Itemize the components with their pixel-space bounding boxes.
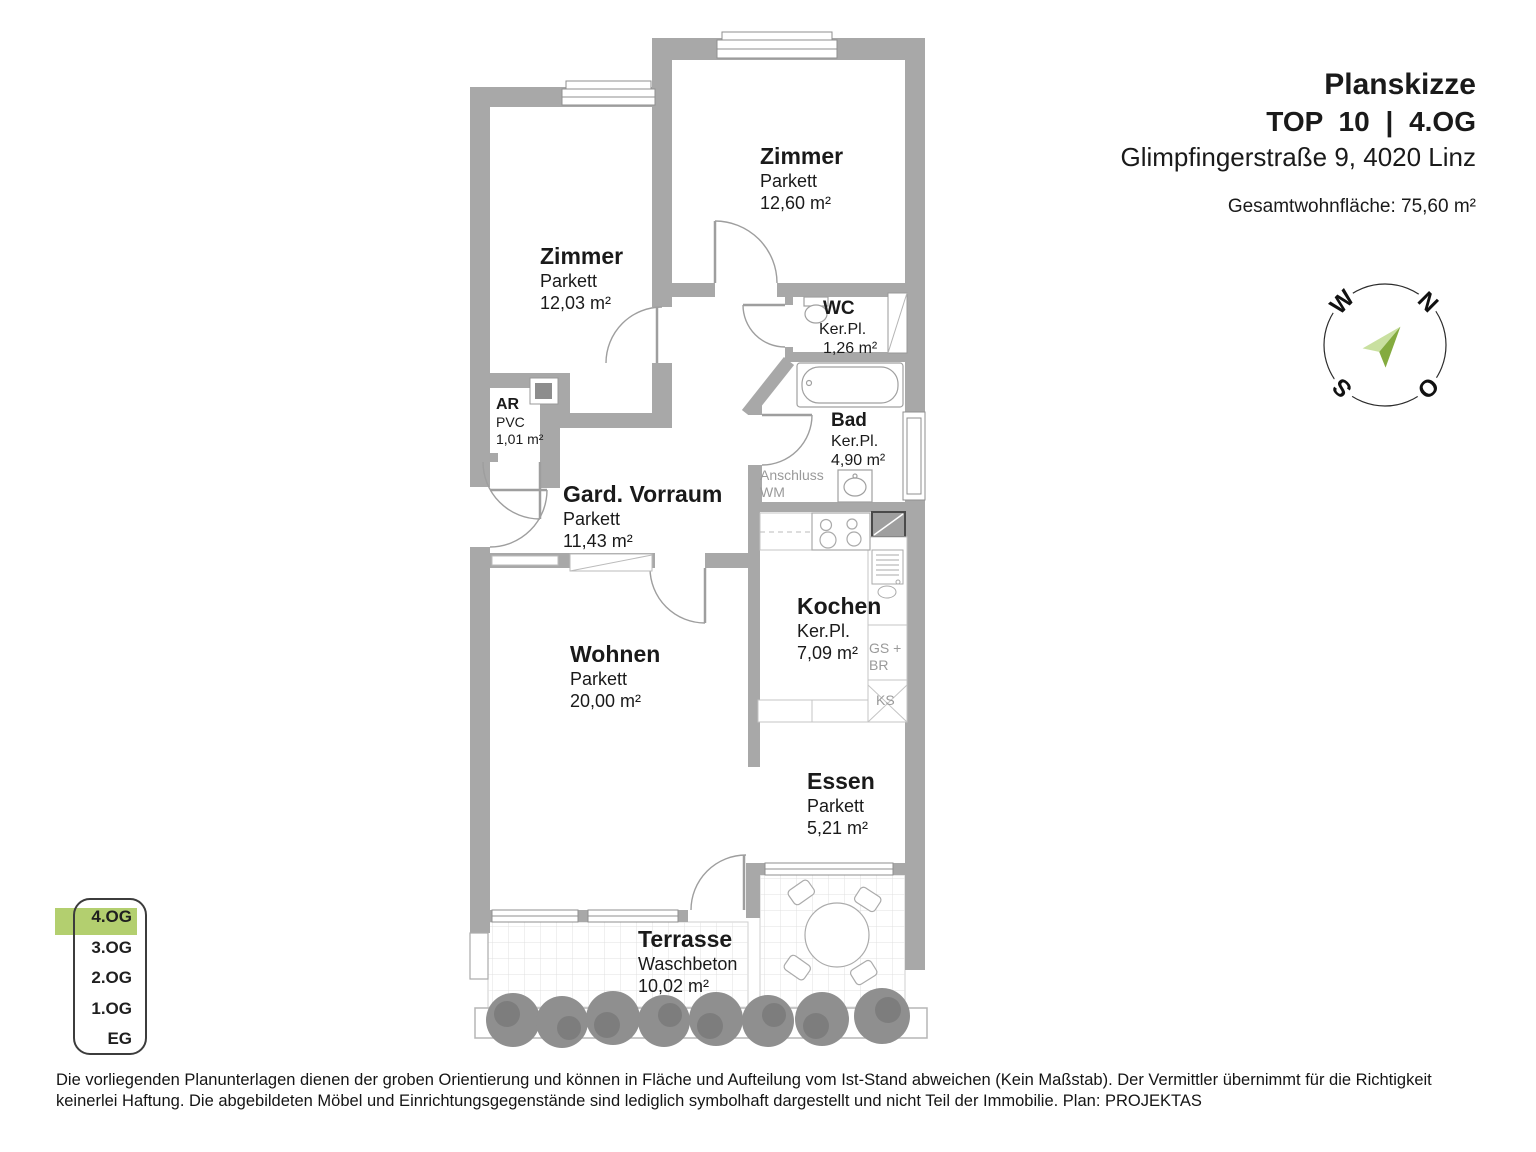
diagonal-wall — [741, 356, 795, 419]
windows — [491, 31, 926, 923]
room-label-vorraum: Gard. Vorraum Parkett 11,43 m² — [563, 481, 722, 552]
stove — [811, 512, 871, 551]
unit-floor-title: TOP 10 | 4.OG — [1266, 105, 1476, 137]
room-floor: Ker.Pl. — [831, 433, 879, 450]
room-label-zimmer1: Zimmer Parkett 12,60 m² — [760, 143, 843, 214]
room-label-ar: AR PVC 1,01 m² — [496, 396, 543, 448]
floor-plan-svg — [469, 31, 928, 1048]
compass-north: N — [1412, 287, 1443, 318]
room-name: Bad — [831, 410, 867, 431]
wardrobe — [491, 553, 653, 572]
room-area: 10,02 m² — [638, 976, 710, 996]
floor-plan: Zimmer Parkett 12,60 m² Zimmer Parkett 1… — [460, 30, 930, 1060]
total-area: Gesamtwohnfläche: 75,60 m² — [1227, 196, 1476, 217]
room-name: Essen — [807, 768, 875, 794]
room-area: 12,60 m² — [760, 193, 832, 213]
room-floor: Parkett — [760, 171, 818, 191]
room-name: AR — [496, 396, 520, 413]
compass-south: S — [1327, 372, 1357, 402]
room-floor: Parkett — [807, 796, 865, 816]
bathtub — [796, 362, 904, 408]
room-label-wohnen: Wohnen Parkett 20,00 m² — [570, 641, 660, 712]
room-area: 5,21 m² — [807, 818, 869, 838]
note-anschluss-wm: Anschluss WM — [760, 467, 824, 500]
floor-selector: 4.OG 3.OG 2.OG 1.OG EG — [73, 902, 143, 1055]
kitchen-sink — [871, 549, 904, 599]
disclaimer: Die vorliegenden Planunterlagen dienen d… — [56, 1070, 1486, 1112]
room-label-kochen: Kochen Ker.Pl. 7,09 m² — [797, 593, 881, 664]
room-area: 7,09 m² — [797, 643, 859, 663]
room-area: 1,26 m² — [823, 340, 878, 357]
washbasin — [837, 469, 873, 503]
room-name: WC — [823, 298, 855, 319]
note-gs-br: GS + BR — [869, 640, 902, 673]
room-floor: Waschbeton — [638, 954, 738, 974]
room-floor: Parkett — [540, 271, 598, 291]
room-area: 12,03 m² — [540, 293, 612, 313]
room-name: Zimmer — [540, 243, 624, 269]
room-name: Gard. Vorraum — [563, 481, 723, 507]
room-area: 1,01 m² — [496, 431, 544, 447]
room-floor: PVC — [496, 414, 525, 430]
room-area: 11,43 m² — [563, 531, 633, 551]
note-ks: KS — [876, 692, 895, 708]
compass-rose: N O S W — [1320, 280, 1450, 410]
room-name: Kochen — [797, 593, 882, 619]
terrace-table — [783, 879, 882, 986]
doors — [482, 220, 813, 911]
room-label-essen: Essen Parkett 5,21 m² — [807, 768, 875, 839]
address: Glimpfingerstraße 9, 4020 Linz — [1120, 141, 1476, 172]
room-floor: Ker.Pl. — [819, 321, 867, 338]
room-area: 4,90 m² — [831, 452, 886, 469]
compass-west: W — [1325, 285, 1360, 320]
active-floor-highlight — [55, 908, 137, 935]
floor-item-4og[interactable]: 4.OG — [91, 907, 132, 927]
door-openings — [470, 305, 793, 547]
floor-item-eg[interactable]: EG — [107, 1029, 132, 1049]
compass-circle — [1323, 283, 1447, 407]
compass-svg: N O S W — [1320, 280, 1449, 409]
room-label-wc: WC Ker.Pl. 1,26 m² — [819, 298, 878, 358]
room-label-zimmer2: Zimmer Parkett 12,03 m² — [540, 243, 623, 314]
terrace-post — [469, 932, 489, 980]
room-name: Terrasse — [638, 926, 733, 952]
compass-arrow-icon — [1362, 326, 1401, 368]
room-label-terrasse: Terrasse Waschbeton 10,02 m² — [638, 926, 737, 997]
room-floor: Parkett — [563, 509, 621, 529]
hedge-bushes — [486, 988, 910, 1048]
room-name: Zimmer — [760, 143, 844, 169]
room-floor: Ker.Pl. — [797, 621, 851, 641]
compass-east: O — [1411, 371, 1443, 403]
floor-item-2og[interactable]: 2.OG — [91, 968, 132, 988]
room-name: Wohnen — [570, 641, 661, 667]
disclaimer-line-2: keinerlei Haftung. Die abgebildeten Möbe… — [56, 1092, 1202, 1110]
floor-selector-outline — [73, 898, 147, 1055]
shafts — [529, 292, 908, 538]
room-floor: Parkett — [570, 669, 628, 689]
disclaimer-line-1: Die vorliegenden Planunterlagen dienen d… — [56, 1071, 1432, 1089]
page-title: Planskizze — [1324, 68, 1476, 101]
title-block: Planskizze TOP 10 | 4.OG Glimpfingerstra… — [1120, 66, 1476, 219]
room-area: 20,00 m² — [570, 691, 642, 711]
toilet — [803, 296, 829, 324]
room-label-bad: Bad Ker.Pl. 4,90 m² — [831, 410, 885, 470]
floor-item-3og[interactable]: 3.OG — [91, 937, 132, 957]
floor-item-1og[interactable]: 1.OG — [91, 998, 132, 1018]
